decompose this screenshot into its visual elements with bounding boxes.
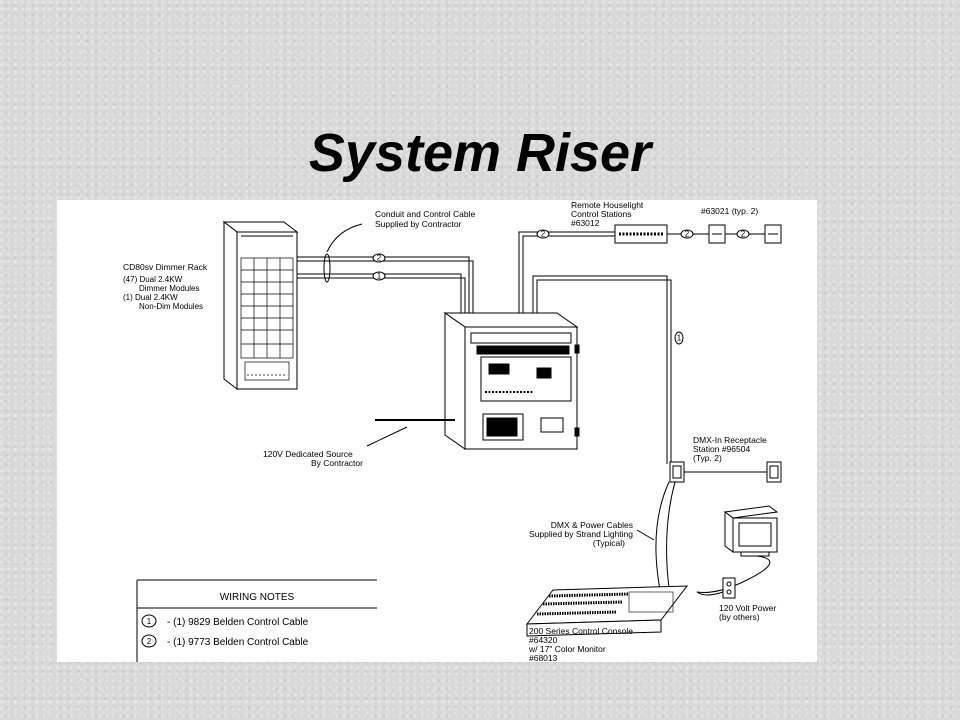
remote-control-station [614, 224, 668, 244]
dimmer-rack-label: CD80sv Dimmer Rack [123, 262, 208, 272]
dimmer-rack-spec-4: Non-Dim Modules [139, 302, 203, 311]
marker-2-a: 2 [377, 254, 382, 263]
wiring-note-1-number: 1 [147, 617, 152, 626]
conduit-note-line-1: Conduit and Control Cable [375, 209, 475, 219]
source-note-line-1: 120V Dedicated Source [263, 449, 353, 459]
console-line-2: #64320 [529, 635, 558, 645]
control-console [525, 585, 689, 637]
remote-stations-line-2: Control Stations [571, 209, 631, 219]
dmx-receptacle-line-2: Station #96504 [693, 444, 750, 454]
power-line-1: 120 Volt Power [719, 603, 776, 613]
dmx-cables-line-1: DMX & Power Cables [551, 520, 633, 530]
dimmer-rack-spec-2: Dimmer Modules [139, 284, 199, 293]
dimmer-rack-spec-1: (47) Dual 2.4KW [123, 275, 183, 284]
wiring-note-2-number: 2 [147, 637, 152, 646]
dmx-receptacle-a [669, 461, 685, 483]
marker-2-d: 2 [741, 230, 746, 239]
dmx-cables-line-2: Supplied by Strand Lighting [529, 529, 633, 539]
power-line-2: (by others) [719, 612, 760, 622]
wiring-notes-box [136, 579, 377, 662]
dimmer-rack [222, 220, 299, 391]
console-line-3: w/ 17" Color Monitor [528, 644, 606, 654]
marker-2-c: 2 [685, 230, 690, 239]
control-rack-panel [443, 312, 580, 450]
remote-typ-label: #63021 (typ. 2) [701, 206, 758, 216]
dmx-cables-line-3: (Typical) [593, 538, 625, 548]
color-monitor [723, 505, 779, 557]
wiring-notes-heading: WIRING NOTES [220, 592, 295, 603]
remote-stations-line-1: Remote Houselight [571, 200, 644, 210]
marker-1-b: 1 [677, 334, 682, 343]
source-note-line-2: By Contractor [311, 458, 363, 468]
remote-station-switch-a [708, 224, 726, 244]
dmx-receptacle-line-1: DMX-In Receptacle [693, 435, 767, 445]
dmx-receptacle-b [766, 461, 782, 483]
system-riser-diagram: 2 1 2 2 2 1 Conduit and Control Cable Su… [57, 200, 817, 662]
marker-2-b: 2 [541, 230, 546, 239]
wiring-note-1-text: - (1) 9829 Belden Control Cable [167, 617, 309, 628]
diagram-canvas: 2 1 2 2 2 1 Conduit and Control Cable Su… [123, 200, 782, 662]
marker-1-a: 1 [377, 272, 382, 281]
remote-stations-line-3: #63012 [571, 218, 600, 228]
slide-title: System Riser [308, 123, 652, 183]
conduit-note-line-2: Supplied by Contractor [375, 219, 462, 229]
wiring-note-2-text: - (1) 9773 Belden Control Cable [167, 637, 309, 648]
dimmer-rack-spec-3: (1) Dual 2.4KW [123, 293, 178, 302]
console-line-1: 200 Series Control Console [529, 626, 633, 636]
console-line-4: #68013 [529, 653, 558, 662]
dmx-receptacle-line-3: (Typ. 2) [693, 453, 722, 463]
remote-station-switch-b [764, 224, 782, 244]
power-receptacle [722, 577, 736, 599]
